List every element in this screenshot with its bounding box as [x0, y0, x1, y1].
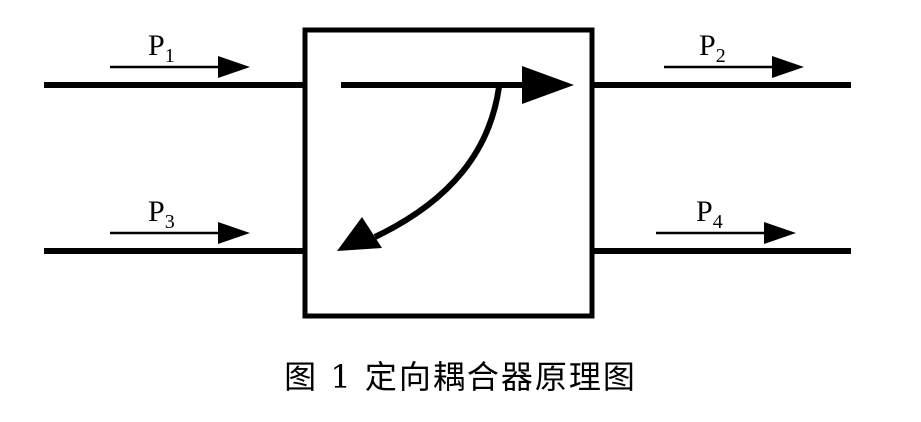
- flow-arrow-p4: [656, 222, 796, 244]
- coupled-arrow: [337, 86, 502, 251]
- flow-arrow-p2: [664, 56, 804, 78]
- through-arrow: [341, 66, 574, 104]
- figure-caption: 图 1 定向耦合器原理图: [284, 358, 637, 396]
- port-label-p2: P2: [699, 29, 726, 67]
- coupler-box: [302, 27, 595, 319]
- flow-arrow-p3: [110, 222, 250, 244]
- flow-arrow-p1: [110, 56, 250, 78]
- port-label-p3: P3: [148, 195, 175, 233]
- port-label-p4: P4: [696, 195, 723, 233]
- port-label-p1: P1: [148, 29, 175, 67]
